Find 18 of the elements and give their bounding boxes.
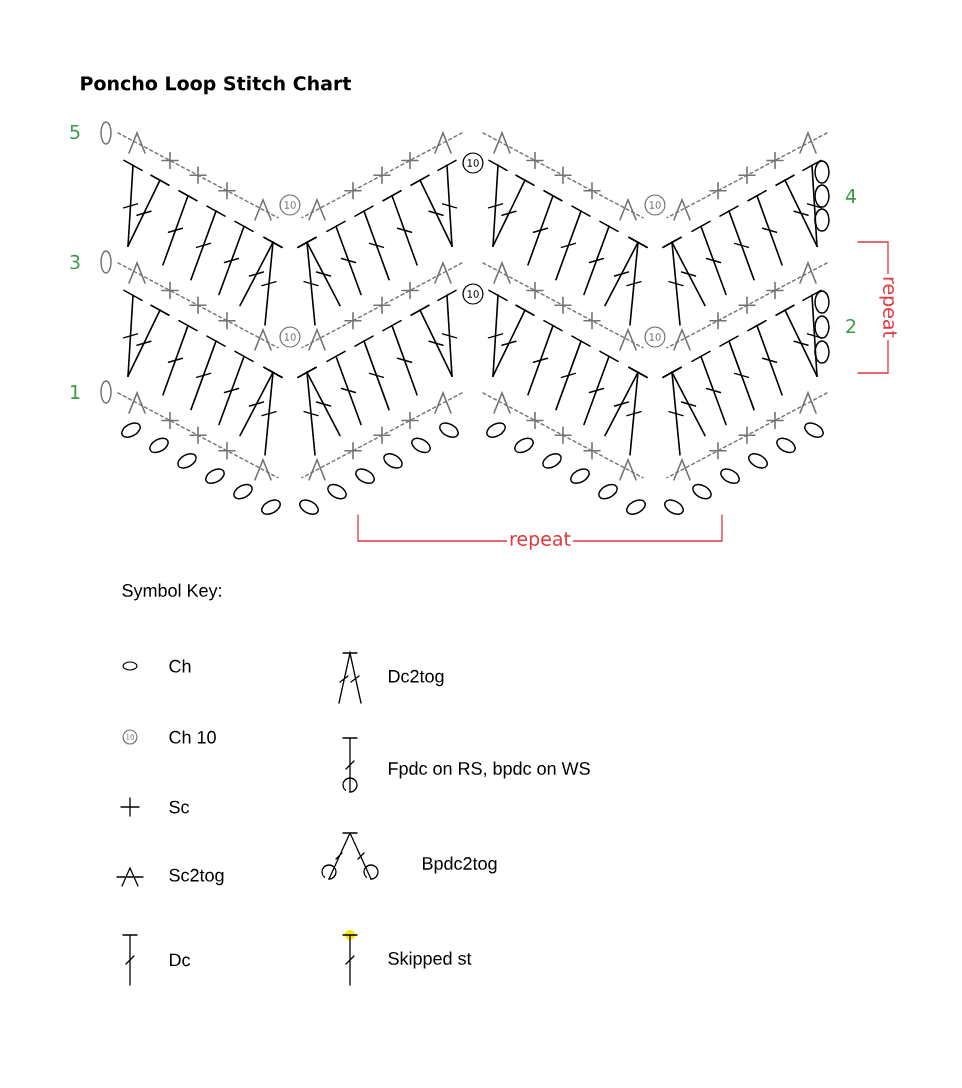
row-number: 4: [845, 189, 856, 203]
legend-text: Sc2tog: [169, 868, 224, 886]
row-number: 3: [70, 254, 80, 270]
bracket-label: repeat: [877, 274, 899, 340]
legend-text: Dc2tog: [389, 669, 444, 687]
legend-text: Skipped st: [388, 951, 472, 969]
legend-text: Ch 10: [169, 730, 216, 744]
chart-title: Poncho Loop Stitch Chart: [81, 75, 351, 95]
bracket-label: repeat: [507, 530, 573, 552]
legend-text: Sc: [169, 800, 190, 814]
row-number: 2: [846, 318, 856, 334]
legend-text: Bpdc2tog: [423, 856, 497, 874]
row-number: 5: [70, 124, 80, 140]
key-heading: Symbol Key:: [122, 583, 221, 601]
legend-text: Ch: [169, 659, 191, 673]
legend-text: Dc: [170, 953, 191, 967]
row-number: 1: [71, 385, 80, 399]
legend-text: Fpdc on RS, bpdc on WS: [389, 761, 590, 779]
